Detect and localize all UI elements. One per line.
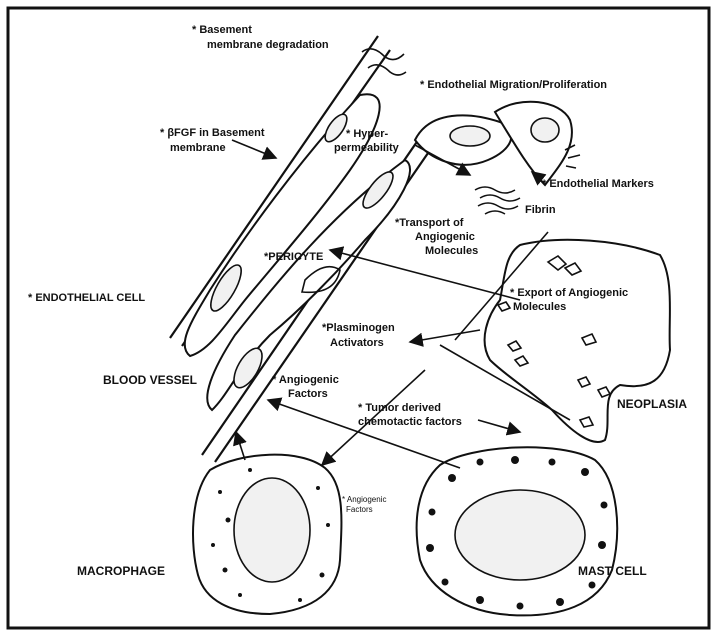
mast-cell-nucleus <box>455 490 585 580</box>
label-bfgf-1: * βFGF in Basement <box>160 127 265 139</box>
label-fibrin: Fibrin <box>525 204 556 216</box>
arrow-export-transport <box>330 250 520 300</box>
label-plasminogen-1: *Plasminogen <box>322 322 395 334</box>
macrophage-nucleus <box>234 478 310 582</box>
label-endothelial-cell: * ENDOTHELIAL CELL <box>28 292 145 304</box>
label-endothelial-migration: * Endothelial Migration/Proliferation <box>420 79 607 91</box>
label-export-2: Molecules <box>513 301 566 313</box>
label-neoplasia: NEOPLASIA <box>617 397 687 411</box>
label-hyperpermeability-1: * Hyper- <box>346 128 389 140</box>
label-angiogenic-factors-1: * Angiogenic <box>272 374 339 386</box>
macrophage-cell <box>193 455 341 614</box>
label-endothelial-markers: * Endothelial Markers <box>542 178 654 190</box>
label-mast-cell: MAST CELL <box>578 564 647 578</box>
label-basement-degradation-2: membrane degradation <box>207 39 329 51</box>
label-plasminogen-2: Activators <box>330 337 384 349</box>
label-angiogenic-factors-2: Factors <box>288 388 328 400</box>
label-hyperpermeability-2: permeability <box>334 142 400 154</box>
label-macrophage: MACROPHAGE <box>77 564 165 578</box>
label-tumor-2: chemotactic factors <box>358 416 462 428</box>
label-pericyte: *PERICYTE <box>264 251 323 263</box>
fibrin-strands <box>475 187 520 214</box>
label-transport-3: Molecules <box>425 245 478 257</box>
arrow-macrophage-factors <box>236 432 245 460</box>
label-angiogenic-small-2: Factors <box>346 505 373 514</box>
label-angiogenic-small-1: * Angiogenic <box>342 495 386 504</box>
migrating-endothelial-cells <box>415 102 580 185</box>
arrow-plasminogen <box>410 330 480 342</box>
label-blood-vessel: BLOOD VESSEL <box>103 373 197 387</box>
arrow-bfgf <box>232 140 276 158</box>
arrow-tumor-to-mast <box>478 420 520 432</box>
label-export-1: * Export of Angiogenic <box>510 287 628 299</box>
label-basement-degradation-1: * Basement <box>192 24 252 36</box>
label-transport-2: Angiogenic <box>415 231 475 243</box>
label-transport-1: *Transport of <box>395 217 464 229</box>
mast-cell <box>417 447 618 615</box>
label-tumor-1: * Tumor derived <box>358 402 441 414</box>
label-bfgf-2: membrane <box>170 142 226 154</box>
